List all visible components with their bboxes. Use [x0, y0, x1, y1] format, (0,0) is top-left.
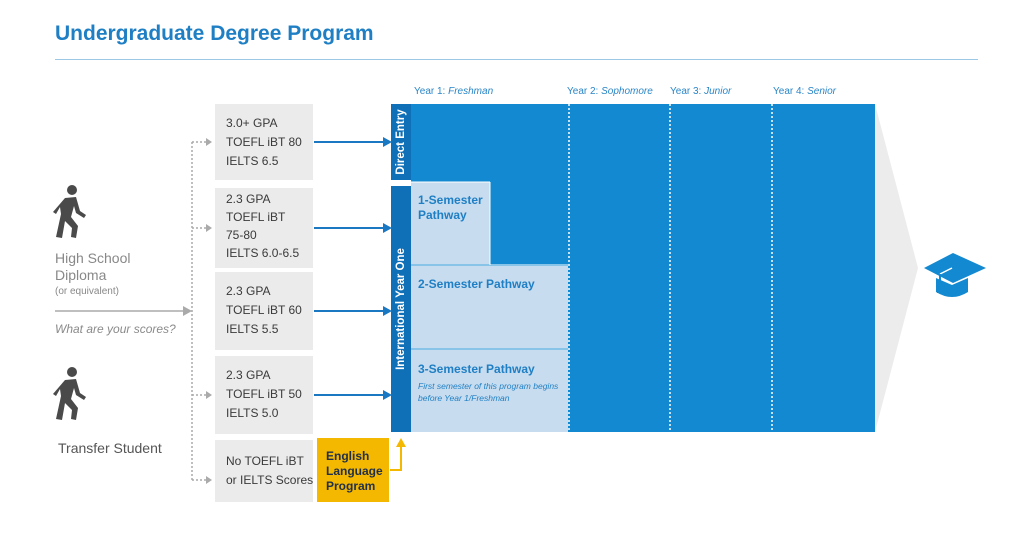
page-title: Undergraduate Degree Program: [55, 22, 374, 45]
branch-arrows: [192, 141, 206, 481]
graduation-cap-icon: [924, 253, 986, 297]
direct-entry-label: Direct Entry: [395, 109, 407, 175]
iyo-bar: [391, 186, 411, 432]
direct-entry-bar: [391, 104, 411, 180]
pathway-1-panel: [411, 182, 490, 264]
pathway-3-title: 3-Semester Pathway: [418, 362, 535, 376]
pathway-2-title: 2-Semester Pathway: [418, 277, 535, 291]
pathway-1-title: 1-Semester Pathway: [418, 193, 483, 222]
pathway-2-panel: [411, 266, 568, 348]
walking-person-icon: [53, 367, 86, 420]
pathway-3-panel: [411, 350, 568, 432]
international-year-one-label: International Year One: [395, 248, 407, 370]
pathway-3-note: First semester of this program begins be…: [418, 381, 559, 403]
high-school-note: (or equivalent): [55, 286, 119, 297]
scores-question: What are your scores?: [55, 322, 176, 336]
title-divider: [55, 59, 978, 60]
english-language-program-box: English Language Program: [317, 438, 389, 502]
year-3-header: Year 3: Junior: [670, 86, 732, 97]
progress-arrow: [870, 104, 918, 432]
elp-arrow: [390, 446, 402, 471]
walking-person-icon: [53, 185, 86, 238]
year-2-header: Year 2: Sophomore: [567, 86, 653, 97]
year-1-header: Year 1: Freshman: [414, 86, 494, 97]
transfer-student-label: Transfer Student: [58, 440, 162, 456]
high-school-label: High School Diploma: [55, 250, 131, 283]
year-4-header: Year 4: Senior: [773, 86, 837, 97]
blue-arrows: [314, 137, 392, 400]
